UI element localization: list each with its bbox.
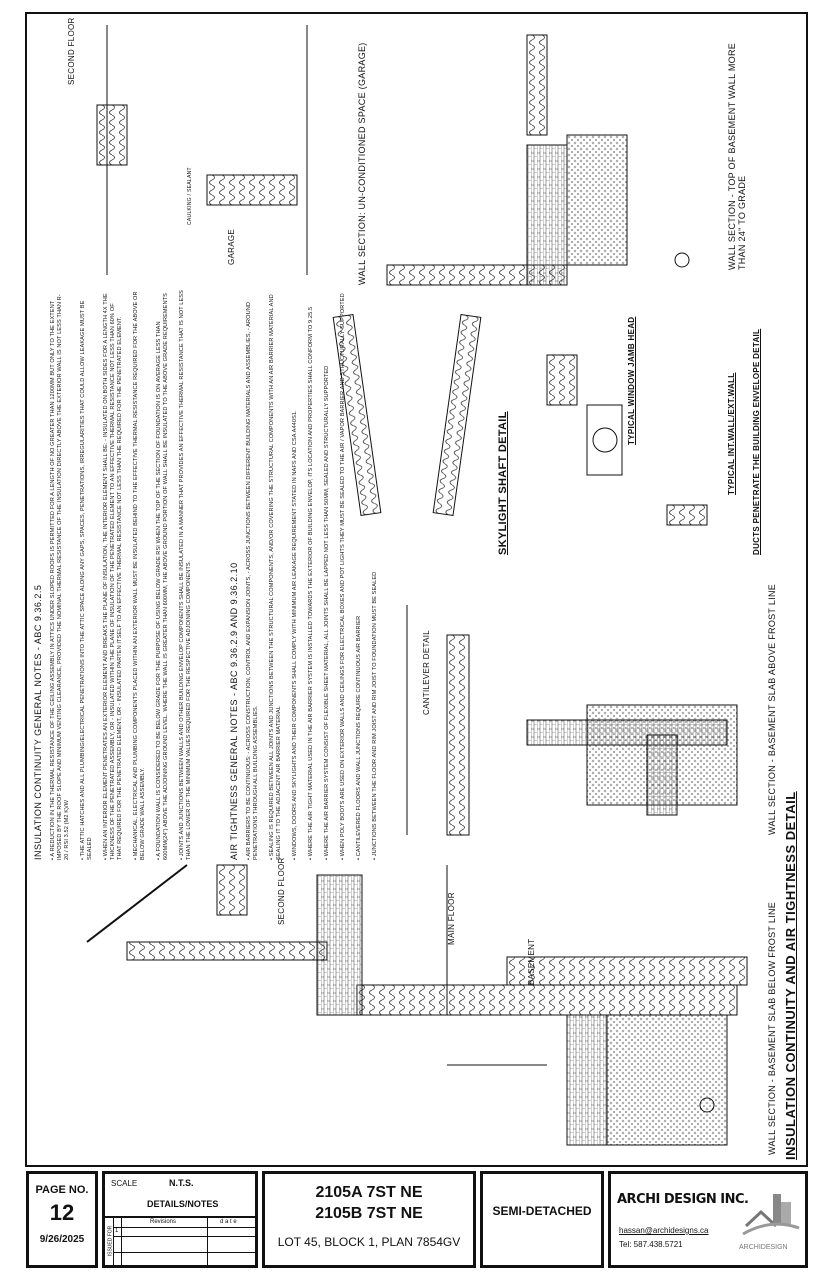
note-item: • CANTILEVERED FLOORS AND WALL JUNCTIONS… [356,615,362,860]
legal-description: LOT 45, BLOCK 1, PLAN 7854GV [277,1235,461,1249]
section-slab-below-frost [86,864,748,1146]
floor-label: BASEMENT [527,938,536,985]
note-item: • WINDOWS, DOORS AND SKYLIGHTS AND THEIR… [292,410,298,860]
revisions-table: ISSUED FOR Revisions d a t e 1 [105,1216,255,1265]
page-number: 12 [49,1200,75,1225]
note-item: • A REDUCTION IN THE THERMAL RESISTANCE … [50,294,70,860]
note-item: • JOINTS AND JUNCTIONS BETWEEN WALLS AND… [179,290,192,860]
note-item: • WHERE THE AIR BARRIER SYSTEM CONSIST O… [324,365,330,860]
detail-title: WALL SECTION - TOP OF BASEMENT WALL MORE… [727,42,747,270]
section-garage [96,25,690,286]
floor-label: SECOND FLOOR [67,17,76,85]
company-email[interactable]: hassan@archidesigns.ca [619,1226,709,1235]
page-label: PAGE NO. [35,1184,89,1196]
page-number-box: PAGE NO. 12 9/26/2025 [26,1171,98,1268]
detail-title: TYPICAL WINDOW JAMB HEAD [627,316,636,445]
floor-label: SECOND FLOOR [277,857,286,925]
note-item: • A FOUNDATION WALL IS CONSIDERED TO BE … [156,293,169,860]
revision-number: 1 [115,1228,119,1234]
note-item: • MECHANICAL, ELECTRICAL AND PLUMBING CO… [133,291,146,860]
address-line-1: 2105A 7ST NE [315,1184,423,1201]
note-item: • SEALING IS REQUIRED BETWEEN ALL JOINTS… [269,294,282,860]
main-title: INSULATION CONTINUITY AND AIR TIGHTNESS … [783,791,798,1160]
detail-title: WALL SECTION - BASEMENT SLAB ABOVE FROST… [767,583,777,835]
detail-title: TYPICAL INT.WALL/EXT.WALL [727,372,736,495]
note-item: • WHERE THE AIR TIGHT MATERIAL USED IN T… [308,306,314,860]
drawing-linework [86,25,748,1146]
company-logo [742,1194,800,1236]
note-item: • WHEN POLY BOOTS ARE USED ON EXTERIOR W… [340,293,346,860]
sheet-name: DETAILS/NOTES [147,1199,219,1209]
air-tightness-notes: AIR TIGHTNESS GENERAL NOTES - ABC 9.36.2… [229,290,388,860]
note-item: • JUNCTIONS BETWEEN THE FLOOR AND RIM JO… [372,571,378,860]
detail-title: WALL SECTION - BASEMENT SLAB BELOW FROST… [767,901,777,1155]
scale-box: SCALE N.T.S. DETAILS/NOTES ISSUED FOR Re… [102,1171,258,1268]
detail-title: SKYLIGHT SHAFT DETAIL [497,411,509,555]
floor-label: MAIN FLOOR [447,892,456,945]
note-item: • WHEN AN INTERIOR ELEMENT PENETRATES AN… [103,293,123,860]
revisions-header: Revisions [150,1219,177,1225]
detail-title: DUCTS PENETRATE THE BUILDING ENVELOPE DE… [752,328,761,555]
building-type: SEMI-DETACHED [492,1204,592,1218]
date: 9/26/2025 [39,1234,85,1245]
drawing-frame [25,12,808,1167]
note-item: • AIR BARRIERS TO BE CONTINUOUS: - ACROS… [246,301,259,860]
insulation-notes-heading: INSULATION CONTINUITY GENERAL NOTES - AB… [33,584,43,860]
general-notes: INSULATION CONTINUITY GENERAL NOTES - AB… [33,290,378,860]
company-name: ARCHI DESIGN INC. [617,1192,749,1207]
drawing-sheet: INSULATION CONTINUITY GENERAL NOTES - AB… [27,14,806,1165]
section-skylight [332,314,708,526]
scale-value: N.T.S. [169,1178,194,1188]
building-type-box: SEMI-DETACHED [480,1171,604,1268]
address-line-2: 2105B 7ST NE [315,1205,423,1222]
detail-title: CANTILEVER DETAIL [422,630,431,715]
company-box: ARCHI DESIGN INC. hassan@archidesigns.ca… [608,1171,808,1268]
annotation: CAULKING / SEALANT [187,167,193,225]
date-header: d a t e [220,1219,237,1225]
scale-label: SCALE [111,1179,138,1188]
floor-label: GARAGE [227,228,236,265]
note-item: • THE ATTIC HATCHES AND ALL PLUMBING/ELE… [80,300,93,860]
logo-text: ARCHIDESIGN [739,1244,788,1251]
section-slab-above-frost [406,605,738,836]
company-phone: Tel: 587.438.5721 [619,1240,683,1249]
detail-title: WALL SECTION: UN-CONDITIONED SPACE (GARA… [357,42,367,285]
air-notes-heading: AIR TIGHTNESS GENERAL NOTES - ABC 9.36.2… [229,562,239,860]
project-address-box: 2105A 7ST NE 2105B 7ST NE LOT 45, BLOCK … [262,1171,476,1268]
